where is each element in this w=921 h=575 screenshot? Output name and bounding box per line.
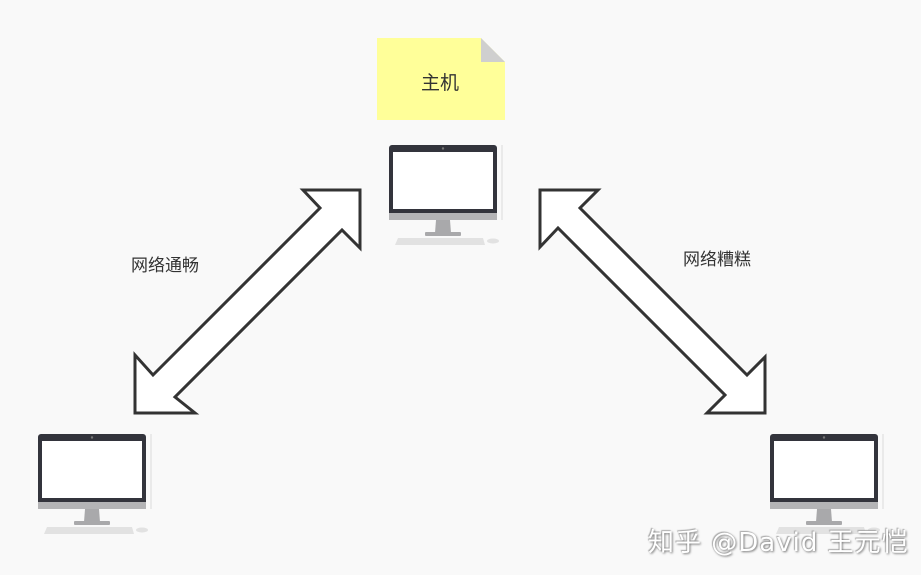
double-arrow-right	[538, 188, 767, 415]
client-left-monitor-icon	[37, 433, 152, 535]
watermark: 知乎 @David 王元恺	[648, 528, 909, 558]
client-right-monitor-icon	[769, 433, 884, 535]
host-monitor-icon	[388, 144, 503, 246]
edge-label-bad: 网络糟糕	[683, 250, 751, 270]
host-note	[377, 38, 505, 120]
host-note-label: 主机	[421, 72, 460, 94]
edge-label-good: 网络通畅	[131, 256, 199, 276]
double-arrow-left	[133, 188, 362, 415]
